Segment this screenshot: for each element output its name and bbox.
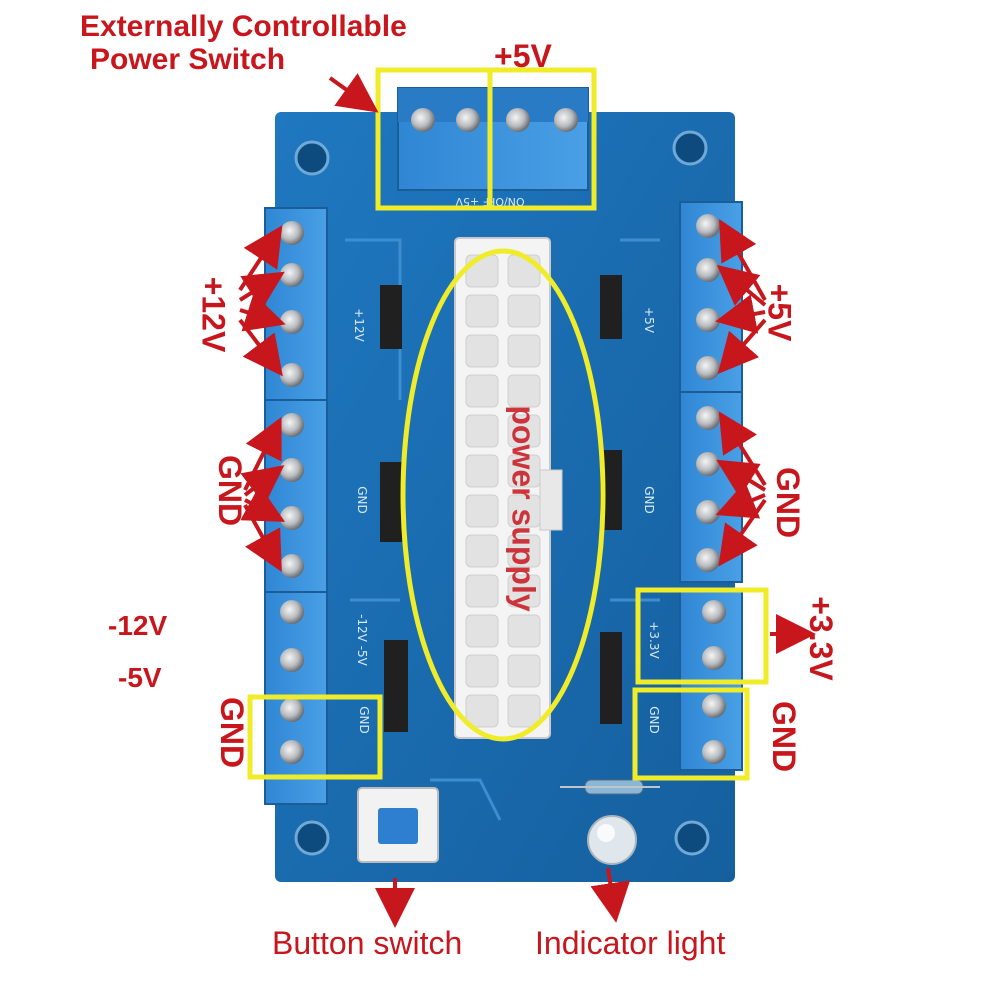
- mount-hole: [672, 130, 708, 166]
- silk-33v-right: +3.3V: [647, 621, 661, 659]
- highlights: [247, 67, 769, 781]
- label-button-switch: Button switch: [272, 925, 463, 961]
- label-right-gnd: GND: [770, 466, 807, 539]
- label-top-5v: +5V: [494, 38, 552, 74]
- label-left-12v: +12V: [195, 276, 232, 353]
- indicator-led: [560, 779, 660, 865]
- silk-gnd-right: GND: [642, 486, 656, 514]
- label-right-5v: +5V: [761, 283, 798, 342]
- label-left-gnd: GND: [212, 454, 249, 527]
- top-terminal-block: ON/OFF +5V: [397, 87, 589, 208]
- highlight-right-33v: [635, 587, 769, 685]
- pin-headers: [380, 275, 622, 732]
- label-power-supply: power supply: [505, 405, 542, 612]
- silk-gnd-right2: GND: [647, 706, 661, 734]
- silk-12v: +12V: [352, 308, 366, 342]
- highlight-top-5v: [487, 67, 597, 211]
- silk-gnd-left: GND: [355, 486, 369, 514]
- atx-24pin-connector: [454, 237, 563, 739]
- annotation-arrows: [238, 73, 816, 928]
- label-left-neg12v: -12V: [108, 610, 168, 641]
- label-power-switch-line2: Power Switch: [90, 43, 286, 76]
- right-screws: [696, 214, 726, 764]
- label-power-switch-line1: Externally Controllable: [80, 10, 407, 43]
- mount-hole: [674, 820, 710, 856]
- silk-gnd-left2: GND: [357, 706, 371, 734]
- label-right-gnd-bottom: GND: [766, 700, 803, 773]
- label-indicator-light: Indicator light: [535, 925, 726, 961]
- mount-hole: [294, 820, 330, 856]
- highlight-power-supply: [400, 248, 606, 742]
- right-terminal-strip: [679, 201, 743, 771]
- label-right-33v: +3.3V: [802, 596, 839, 681]
- highlight-right-gnd: [632, 687, 750, 781]
- label-left-gnd-bottom: GND: [214, 696, 251, 769]
- highlight-left-gnd: [247, 694, 383, 780]
- push-button-switch: [357, 787, 439, 863]
- silk-5v-right: +5V: [642, 307, 656, 334]
- label-left-neg5v: -5V: [118, 662, 162, 693]
- silk-neg-left: -12V -5V: [355, 614, 369, 667]
- left-screws: [280, 221, 304, 764]
- mount-hole: [294, 140, 330, 176]
